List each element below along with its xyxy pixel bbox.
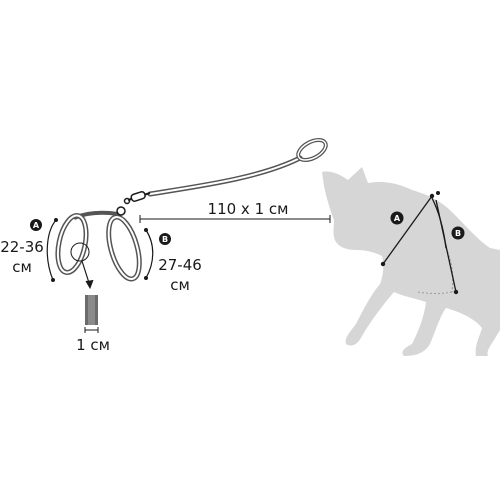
chest-measure: B: [144, 228, 171, 280]
harness: [55, 206, 142, 290]
badge-b-left-text: B: [162, 235, 168, 244]
badge-a-left-text: A: [33, 221, 40, 230]
neck-unit-label: см: [12, 258, 32, 276]
badge-a-cat-text: A: [394, 214, 401, 223]
chest-measure-arc: [145, 229, 154, 279]
cat-neck-measure: A: [380, 191, 440, 267]
badge-b-left: [159, 233, 171, 245]
leash-size-label: 110 x 1 см: [208, 200, 289, 218]
leash-clip: [123, 191, 151, 205]
cat-harness-chest-strap: [445, 247, 454, 293]
leash-strap-inner: [149, 157, 301, 195]
magnifier-circle: [70, 242, 90, 262]
chest-range-label: 27-46: [158, 256, 202, 274]
badge-b-cat: [451, 226, 465, 240]
chest-unit-label: см: [170, 276, 190, 294]
neck-measure-arc: [46, 219, 57, 281]
cat-neck-measure-line: [382, 195, 433, 265]
leash-length-dimension: [139, 215, 331, 223]
harness-d-ring: [116, 206, 126, 216]
cat-silhouette: [322, 167, 500, 356]
leash: [123, 138, 328, 205]
cat-body: [322, 167, 500, 356]
badge-a-cat: [390, 211, 404, 225]
badge-a-left: [30, 219, 42, 231]
badge-b-cat-text: B: [455, 229, 461, 238]
strap-width-label: 1 см: [76, 336, 110, 354]
cat-chest-measure: B: [435, 199, 465, 295]
leash-strap: [147, 155, 303, 197]
neck-measure: A: [30, 218, 58, 282]
strap-detail: [84, 295, 99, 333]
neck-range-label: 22-36: [0, 238, 44, 256]
cat-chest-measure-line: [435, 199, 457, 293]
